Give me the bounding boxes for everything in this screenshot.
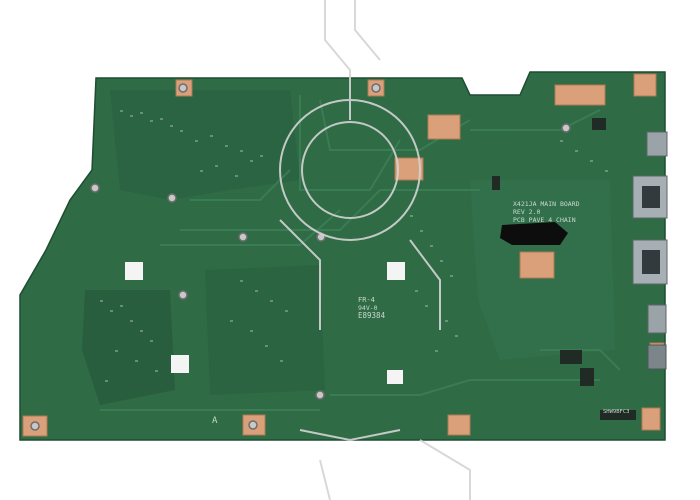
silk-pcb-line: PCB PAVE 4 CHAIN <box>513 216 576 224</box>
ics <box>492 118 636 420</box>
pcb-dark-region-lower-left <box>82 290 175 405</box>
traces <box>100 95 621 411</box>
pcb-dark-region-upper <box>110 90 300 200</box>
usb-c-port-bottom <box>647 304 667 334</box>
silk-ul-line1: FR-4 <box>358 296 375 304</box>
pcb-dark-region-center <box>205 265 325 395</box>
watermark-graphic <box>279 0 471 500</box>
io-ports <box>632 131 668 370</box>
screw-holes <box>30 83 571 431</box>
silk-ul-line2: 94V-0 <box>358 304 378 312</box>
usb-a-port-1 <box>632 175 668 219</box>
silk-bottom-code: SHW9BFC3 <box>603 409 630 415</box>
silkscreen-text: X421JA MAIN BOARD REV 2.0 PCB PAVE 4 CHA… <box>212 200 630 426</box>
audio-jack <box>647 344 667 370</box>
silk-rev: REV 2.0 <box>513 208 540 216</box>
white-labels <box>125 262 405 384</box>
smd-component-field <box>100 110 608 382</box>
redaction-mark <box>500 222 568 245</box>
usb-c-port-top <box>646 131 668 157</box>
silk-marking-a: A <box>212 416 218 426</box>
silk-ul-code: E89384 <box>358 311 386 320</box>
silk-board-name: X421JA MAIN BOARD <box>513 200 580 208</box>
